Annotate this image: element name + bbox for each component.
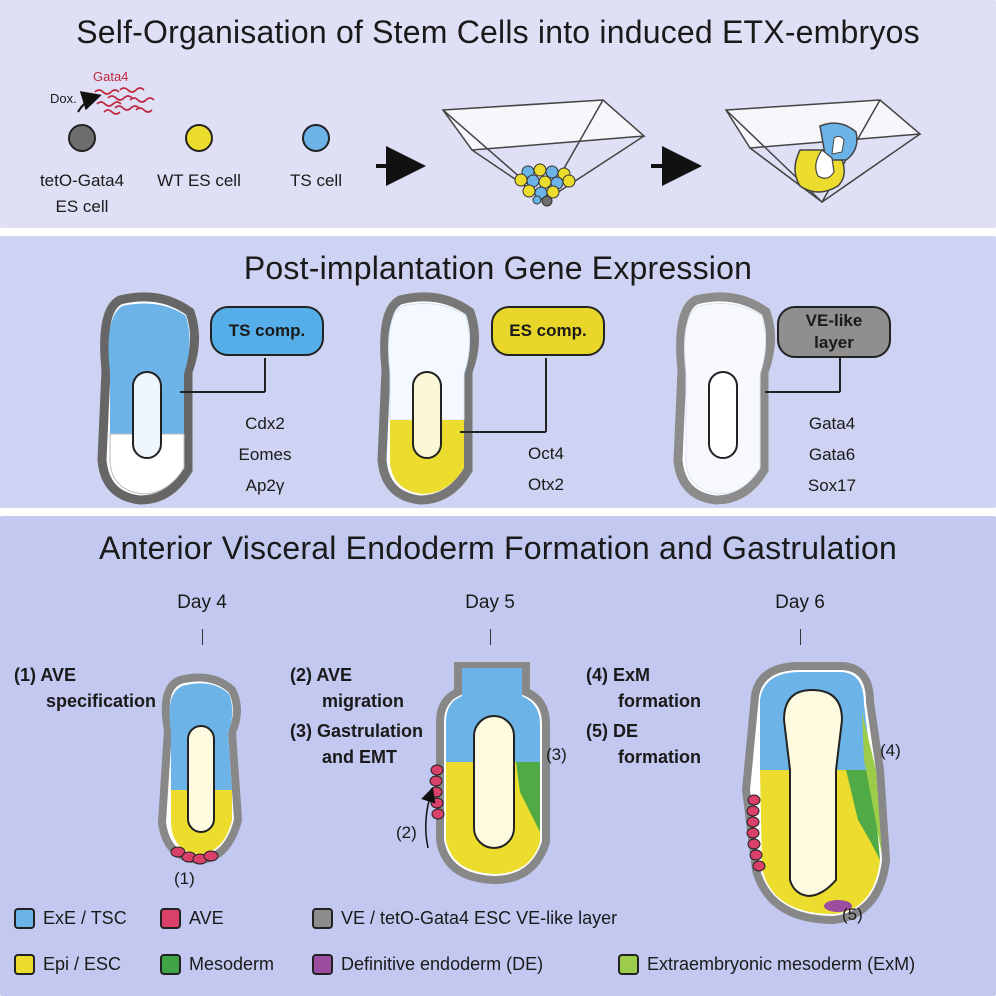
embryo-day6-icon	[741, 662, 891, 925]
legend-epi-esc: Epi / ESC	[14, 954, 121, 975]
legend-mesoderm: Mesoderm	[160, 954, 274, 975]
gata4-label: Gata4	[93, 69, 129, 84]
panel1-title: Self-Organisation of Stem Cells into ind…	[76, 14, 920, 50]
step1-label: (1) AVE specification	[14, 665, 157, 711]
legend-ave: AVE	[160, 908, 224, 929]
marker-5: (5)	[842, 905, 863, 924]
es-comp-badge: ES comp.	[491, 306, 605, 356]
embryo-ve-layer-icon	[673, 292, 775, 505]
panel2-title: Post-implantation Gene Expression	[243, 250, 753, 286]
ve-genes: Gata4 Gata6 Sox17	[807, 414, 857, 495]
day6-label: Day 6	[775, 592, 825, 613]
es-genes: Oct4 Otx2	[528, 444, 564, 494]
legend-swatch-ve	[312, 908, 333, 929]
marker-4: (4)	[880, 741, 901, 760]
step2-label: (2) AVE migration	[290, 665, 405, 711]
legend-exm: Extraembryonic mesoderm (ExM)	[618, 954, 915, 975]
etx-embryo-small-icon	[794, 122, 858, 193]
dox-label: Dox.	[50, 91, 77, 106]
tetO-gata4-cell-icon	[68, 124, 96, 152]
day6-tick	[800, 629, 801, 645]
ts-cell-icon	[302, 124, 330, 152]
legend-swatch-ave	[160, 908, 181, 929]
wt-es-cell-label: WT ES cell	[157, 171, 241, 190]
legend-swatch-exe	[14, 908, 35, 929]
dox-arrow-icon	[77, 91, 102, 113]
step4-label: (4) ExM formation	[586, 665, 701, 711]
legend-swatch-exm	[618, 954, 639, 975]
day5-tick	[490, 629, 491, 645]
embryo-day5-icon	[421, 662, 550, 885]
legend-swatch-mesoderm	[160, 954, 181, 975]
legend-de: Definitive endoderm (DE)	[312, 954, 543, 975]
gata4-transcripts-icon	[94, 87, 155, 115]
embryo-day4-icon	[157, 673, 243, 865]
ts-genes: Cdx2 Eomes Ap2γ	[238, 414, 292, 495]
marker-1: (1)	[174, 869, 195, 888]
marker-2: (2)	[396, 823, 417, 842]
ts-comp-badge: TS comp.	[210, 306, 324, 356]
day4-tick	[202, 629, 203, 645]
legend-exe-tsc: ExE / TSC	[14, 908, 127, 929]
cell-aggregate-icon	[514, 163, 576, 207]
embryo-es-compartment-icon	[377, 292, 479, 505]
legend-ve: VE / tetO-Gata4 ESC VE-like layer	[312, 908, 617, 929]
legend-swatch-de	[312, 954, 333, 975]
embryo-ts-compartment-icon	[97, 292, 199, 505]
aggrewell-2-icon	[724, 99, 922, 204]
day5-label: Day 5	[465, 592, 515, 613]
legend-swatch-epi	[14, 954, 35, 975]
tetO-gata4-cell-label: tetO-Gata4 ES cell	[39, 171, 125, 216]
day4-label: Day 4	[177, 592, 227, 613]
step3-label: (3) Gastrulation and EMT	[290, 721, 424, 767]
marker-3: (3)	[546, 745, 567, 764]
ts-cell-label: TS cell	[290, 171, 342, 190]
step5-label: (5) DE formation	[586, 721, 701, 767]
panel3-title: Anterior Visceral Endoderm Formation and…	[99, 530, 897, 566]
wt-es-cell-icon	[185, 124, 213, 152]
